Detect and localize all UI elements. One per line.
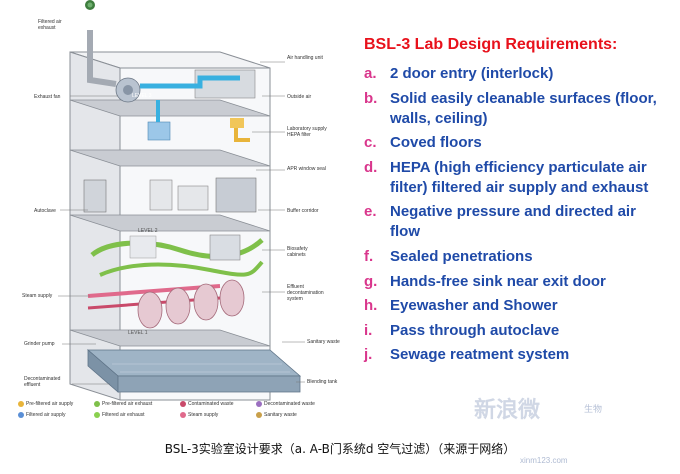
requirement-item: j. Sewage reatment system <box>364 345 664 365</box>
level-2-label: LEVEL 2 <box>138 228 158 234</box>
legend-item-decontaminated-waste: Decontaminated waste <box>256 401 315 407</box>
requirement-letter: d. <box>364 158 378 176</box>
callout-outside-air: Outside air <box>287 94 312 100</box>
air-handling-unit <box>87 30 256 103</box>
requirement-text: Negative pressure and directed air flow <box>390 203 636 241</box>
callout-buffer-corridor: Buffer corridor <box>287 208 319 214</box>
legend-label: Decontaminated waste <box>264 401 315 407</box>
requirements-title: BSL-3 Lab Design Requirements: <box>364 36 618 53</box>
watermark-url: xinm123.com <box>520 456 568 465</box>
hepa-supply <box>147 100 250 142</box>
legend-swatch-icon <box>18 412 24 418</box>
requirement-item: b. Solid easily cleanable surfaces (floor… <box>364 89 664 129</box>
callout-lab-supply-hepa: Laboratory supply HEPA filter <box>287 126 327 138</box>
legend-label: Steam supply <box>188 412 219 418</box>
legend-label: Contaminated waste <box>188 401 234 407</box>
figure-caption: BSL-3实验室设计要求（a. A-B门系统d 空气过滤）（来源于网络） <box>164 442 516 456</box>
legend-label: Pre-filtered air supply <box>26 401 74 407</box>
requirement-item: f. Sealed penetrations <box>364 247 664 267</box>
requirement-letter: e. <box>364 203 377 221</box>
legend-item-sanitary-waste: Sanitary waste <box>256 412 297 418</box>
requirement-text: Pass through autoclave <box>390 321 560 339</box>
requirement-letter: b. <box>364 89 378 107</box>
requirement-letter: j. <box>364 346 373 364</box>
legend-label: Pre-filtered air exhaust <box>102 401 153 407</box>
callout-blending-tank: Blending tank <box>307 379 338 385</box>
requirement-letter: c. <box>364 134 377 152</box>
requirements-list: a. 2 door entry (interlock) b. Solid easil… <box>364 64 664 370</box>
requirement-text: Sewage reatment system <box>390 346 570 364</box>
requirement-item: d. HEPA (high efficiency particulate air … <box>364 158 664 198</box>
requirement-letter: a. <box>364 65 377 82</box>
callout-autoclave: Autoclave <box>34 208 56 214</box>
requirement-item: i. Pass through autoclave <box>364 321 664 341</box>
legend-item-steam-supply: Steam supply <box>180 412 218 418</box>
legend-swatch-icon <box>180 412 186 418</box>
requirement-text: HEPA (high efficiency particulate air fi… <box>390 158 649 196</box>
bsl3-building-diagram: LEVEL 3 LEVEL 2 LEVEL 1 <box>58 0 305 401</box>
watermark-small-text: 生物 <box>584 404 603 414</box>
legend-label: Filtered air exhaust <box>102 412 145 418</box>
blending-tank <box>86 349 302 393</box>
requirement-item: g. Hands-free sink near exit door <box>364 272 664 292</box>
legend-swatch-icon <box>180 401 186 407</box>
corridor-level <box>83 177 257 213</box>
legend-item-contaminated-waste: Contaminated waste <box>180 401 234 407</box>
legend-label: Filtered air supply <box>26 412 66 418</box>
requirement-text: Coved floors <box>390 134 482 152</box>
legend-item-pre-filtered-air-exhaust: Pre-filtered air exhaust <box>94 401 152 407</box>
callout-filtered-air-exhaust: Filtered air exhaust <box>38 19 62 31</box>
requirement-text: Eyewasher and Shower <box>390 297 558 315</box>
callout-steam-supply: Steam supply <box>22 293 53 299</box>
legend-swatch-icon <box>94 412 100 418</box>
requirement-letter: f. <box>364 247 374 265</box>
decon-tanks <box>87 279 245 329</box>
requirement-item: e. Negative pressure and directed air flo… <box>364 202 664 242</box>
watermark-text: 新浪微 <box>474 398 541 423</box>
callout-biosafety-cabinets: Biosafety cabinets <box>287 246 308 258</box>
requirement-item: c. Coved floors <box>364 133 664 153</box>
legend-label: Sanitary waste <box>264 412 297 418</box>
legend-swatch-icon <box>18 401 24 407</box>
level-1-label: LEVEL 1 <box>128 330 148 336</box>
callout-decontaminated-effluent: Decontaminated effluent <box>24 376 61 388</box>
requirement-letter: g. <box>364 272 378 290</box>
legend-swatch-icon <box>94 401 100 407</box>
callout-apr-window-seal: APR window seal <box>287 166 326 172</box>
requirement-text: Sealed penetrations <box>390 247 533 265</box>
level-3-label: LEVEL 3 <box>132 93 152 99</box>
legend-item-pre-filtered-air-supply: Pre-filtered air supply <box>18 401 73 407</box>
requirement-item: h. Eyewasher and Shower <box>364 296 664 316</box>
biosafety-level <box>90 234 264 277</box>
callout-sanitary-waste: Sanitary waste <box>307 339 340 345</box>
legend-swatch-icon <box>256 401 262 407</box>
requirement-letter: i. <box>364 321 373 339</box>
virus-logo-icon <box>85 0 95 10</box>
legend-item-filtered-air-exhaust: Filtered air exhaust <box>94 412 145 418</box>
requirement-letter: h. <box>364 297 378 315</box>
requirement-item: a. 2 door entry (interlock) <box>364 64 664 84</box>
callout-air-handling-unit: Air handling unit <box>287 55 323 61</box>
requirement-text: 2 door entry (interlock) <box>390 65 554 82</box>
requirement-text: Solid easily cleanable surfaces (floor, … <box>390 89 657 127</box>
callout-effluent-decon: Effluent decontamination system <box>287 284 324 302</box>
legend-swatch-icon <box>256 412 262 418</box>
requirement-text: Hands-free sink near exit door <box>390 272 606 290</box>
floor-slabs <box>69 99 271 347</box>
legend-item-filtered-air-supply: Filtered air supply <box>18 412 65 418</box>
callout-lines <box>58 61 305 385</box>
callout-exhaust-fan: Exhaust fan <box>34 94 61 100</box>
callout-grinder-pump: Grinder pump <box>24 341 55 347</box>
